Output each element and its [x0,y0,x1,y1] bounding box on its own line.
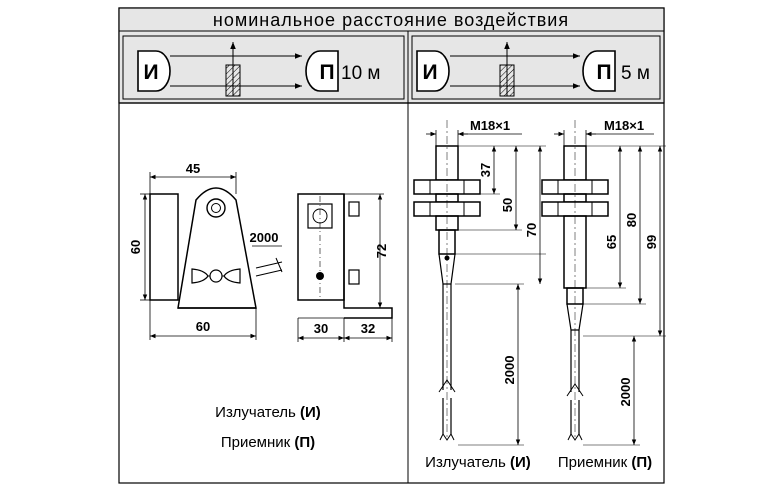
receiver-cable-length: 2000 [618,378,633,407]
range-emitter-letter-10m: И [143,61,158,84]
bracket-side-width-a-label: 30 [314,321,328,336]
bracket-width-bottom-label: 60 [196,319,210,334]
emitter-dim-37: 37 [478,163,493,177]
range-receiver-letter-5m: П [596,61,611,84]
mounting-bracket-drawing: 45 60 60 2000 72 30 32 [128,161,393,342]
receiver-sensor-drawing: M18×1 65 80 99 2000 [541,118,666,446]
receiver-caption: Приемник (П) [558,454,652,471]
range-distance-10m: 10 м [341,63,380,84]
emitter-thread-label: M18×1 [470,118,510,133]
bracket-width-top-label: 45 [186,161,200,176]
emitter-cable-length: 2000 [502,356,517,385]
receiver-dim-80: 80 [624,213,639,227]
receiver-dim-65: 65 [604,235,619,249]
bracket-side-width-b-label: 32 [361,321,375,336]
range-receiver-letter-10m: П [319,61,334,84]
emitter-sensor-drawing: M18×1 37 50 70 2000 [413,118,546,446]
legend-receiver: Приемник (П) [221,434,315,451]
emitter-dim-70: 70 [524,223,539,237]
emitter-caption: Излучатель (И) [425,454,531,471]
bracket-side-height-label: 72 [374,244,389,258]
emitter-dim-50: 50 [500,198,515,212]
bracket-cable-length-label: 2000 [250,230,279,245]
range-diagram-10m: И П 10 м [122,35,405,100]
range-diagram-5m: И П 5 м [411,35,661,100]
range-distance-5m: 5 м [621,63,650,84]
header-title: номинальное расстояние воздействия [213,10,569,30]
receiver-dim-99: 99 [644,235,659,249]
bracket-height-left-label: 60 [128,240,143,254]
range-emitter-letter-5m: И [422,61,437,84]
receiver-thread-label: M18×1 [604,118,644,133]
legend-emitter: Излучатель (И) [215,404,321,421]
